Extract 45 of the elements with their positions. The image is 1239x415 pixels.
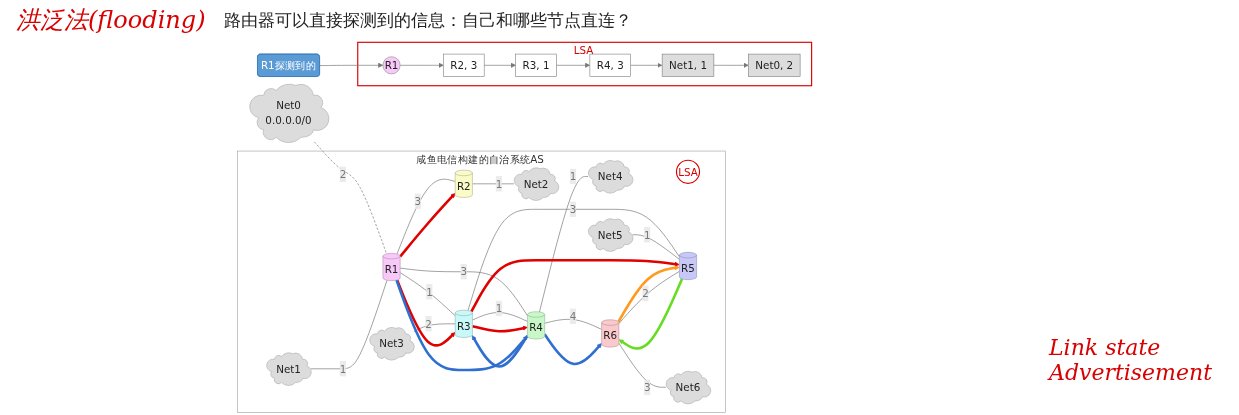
edge-label: 1	[569, 170, 577, 183]
handwritten-note: 洪泛法(flooding)	[16, 5, 206, 36]
connector	[396, 178, 456, 255]
arrow	[472, 324, 528, 333]
edge-label: 1	[644, 228, 651, 241]
connector	[399, 267, 528, 317]
arrow	[395, 279, 528, 372]
node-circle: R1	[382, 56, 401, 75]
edge-label: 3	[644, 381, 651, 394]
edge-label: 3	[414, 195, 422, 208]
connector	[310, 279, 388, 370]
edge-label: 2	[642, 287, 649, 300]
title: 路由器可以直接探测到的信息：自己和哪些节点直连？	[223, 8, 632, 32]
node-box: Net1, 1	[661, 53, 715, 77]
node-circle: LSA	[675, 159, 701, 184]
node-box: R4, 3	[589, 53, 631, 77]
node-box: R3, 1	[515, 53, 557, 77]
handwritten-note: Link state Advertisement	[1049, 335, 1213, 385]
edge-label: 3	[569, 203, 577, 216]
edge-label: 2	[425, 317, 432, 330]
edge-label: 1	[495, 177, 503, 190]
edge-label: 2	[339, 168, 347, 181]
arrow	[543, 333, 602, 366]
edge-label: 4	[569, 310, 577, 323]
connector	[618, 342, 667, 388]
connector	[467, 208, 680, 311]
arrow	[618, 278, 684, 350]
connector	[539, 176, 589, 313]
connector	[544, 318, 602, 330]
arrow	[470, 258, 680, 313]
node-box: Net0, 2	[748, 53, 801, 77]
connector	[399, 272, 456, 317]
connector	[314, 141, 387, 255]
edge-label: 1	[426, 285, 433, 298]
arrow	[399, 192, 456, 258]
node-box: R2, 3	[443, 53, 485, 77]
connector	[472, 183, 515, 185]
edge-label: 3	[460, 265, 468, 278]
edge-label: 1	[495, 302, 503, 315]
arrow	[395, 279, 456, 347]
connector	[632, 234, 680, 260]
connector	[472, 312, 528, 322]
edge-label: 1	[339, 362, 347, 375]
connector	[413, 323, 456, 332]
arrow	[471, 334, 529, 368]
